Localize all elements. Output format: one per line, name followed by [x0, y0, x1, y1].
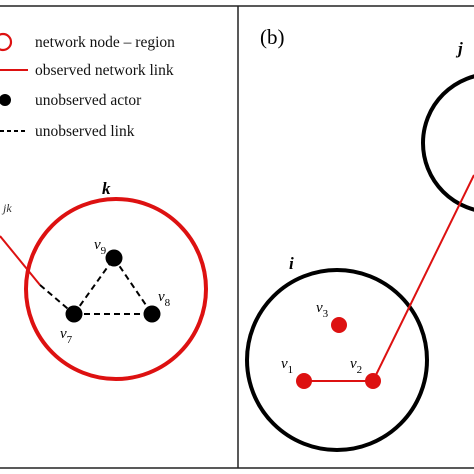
legend-unobserved-actor-label: unobserved actor — [35, 92, 142, 109]
legend-unobserved-link-label: unobserved link — [35, 123, 135, 140]
node-v2 — [365, 373, 381, 389]
region-i-circle — [245, 268, 429, 452]
legend-observed-link-label: observed network link — [35, 62, 174, 79]
node-v2-label: v2 — [350, 356, 362, 376]
actor-v7-label: v7 — [60, 326, 73, 346]
legend-node-region-label: network node – region — [35, 34, 175, 51]
panel-a-diagram: jk k v9 v8 v7 — [0, 179, 208, 381]
node-v1-label: v1 — [281, 356, 293, 376]
panel-b-label: (b) — [260, 25, 285, 49]
actor-v8 — [143, 305, 161, 323]
region-k-circle — [24, 197, 208, 381]
node-v1 — [296, 373, 312, 389]
observed-link-jk — [0, 235, 41, 286]
partial-link-label: jk — [1, 201, 12, 215]
legend-region-circle-icon — [0, 32, 13, 52]
unobserved-link-7-9 — [73, 257, 115, 315]
region-j-label: j — [455, 39, 463, 58]
legend-actor-dot-icon — [0, 94, 11, 106]
actor-v9 — [105, 249, 123, 267]
node-v3-label: v3 — [316, 300, 329, 320]
region-j-circle — [421, 74, 474, 212]
legend-item-unobserved-link: unobserved link — [0, 123, 135, 140]
actor-v9-label: v9 — [94, 237, 107, 257]
actor-v8-label: v8 — [158, 289, 171, 309]
node-v3 — [331, 317, 347, 333]
panel-b-diagram: (b) j i v3 v1 v2 — [245, 25, 474, 452]
region-i-label: i — [289, 254, 294, 273]
legend-item-unobserved-actor: unobserved actor — [0, 92, 142, 109]
observed-link-v2-j — [372, 174, 474, 382]
region-k-label: k — [102, 179, 111, 198]
actor-v7 — [65, 305, 83, 323]
unobserved-link-9-8 — [113, 257, 153, 315]
legend: network node – region observed network l… — [0, 32, 175, 140]
legend-item-observed-link: observed network link — [0, 62, 174, 79]
legend-item-node-region: network node – region — [0, 32, 175, 52]
unobserved-link-external-7 — [39, 284, 75, 315]
